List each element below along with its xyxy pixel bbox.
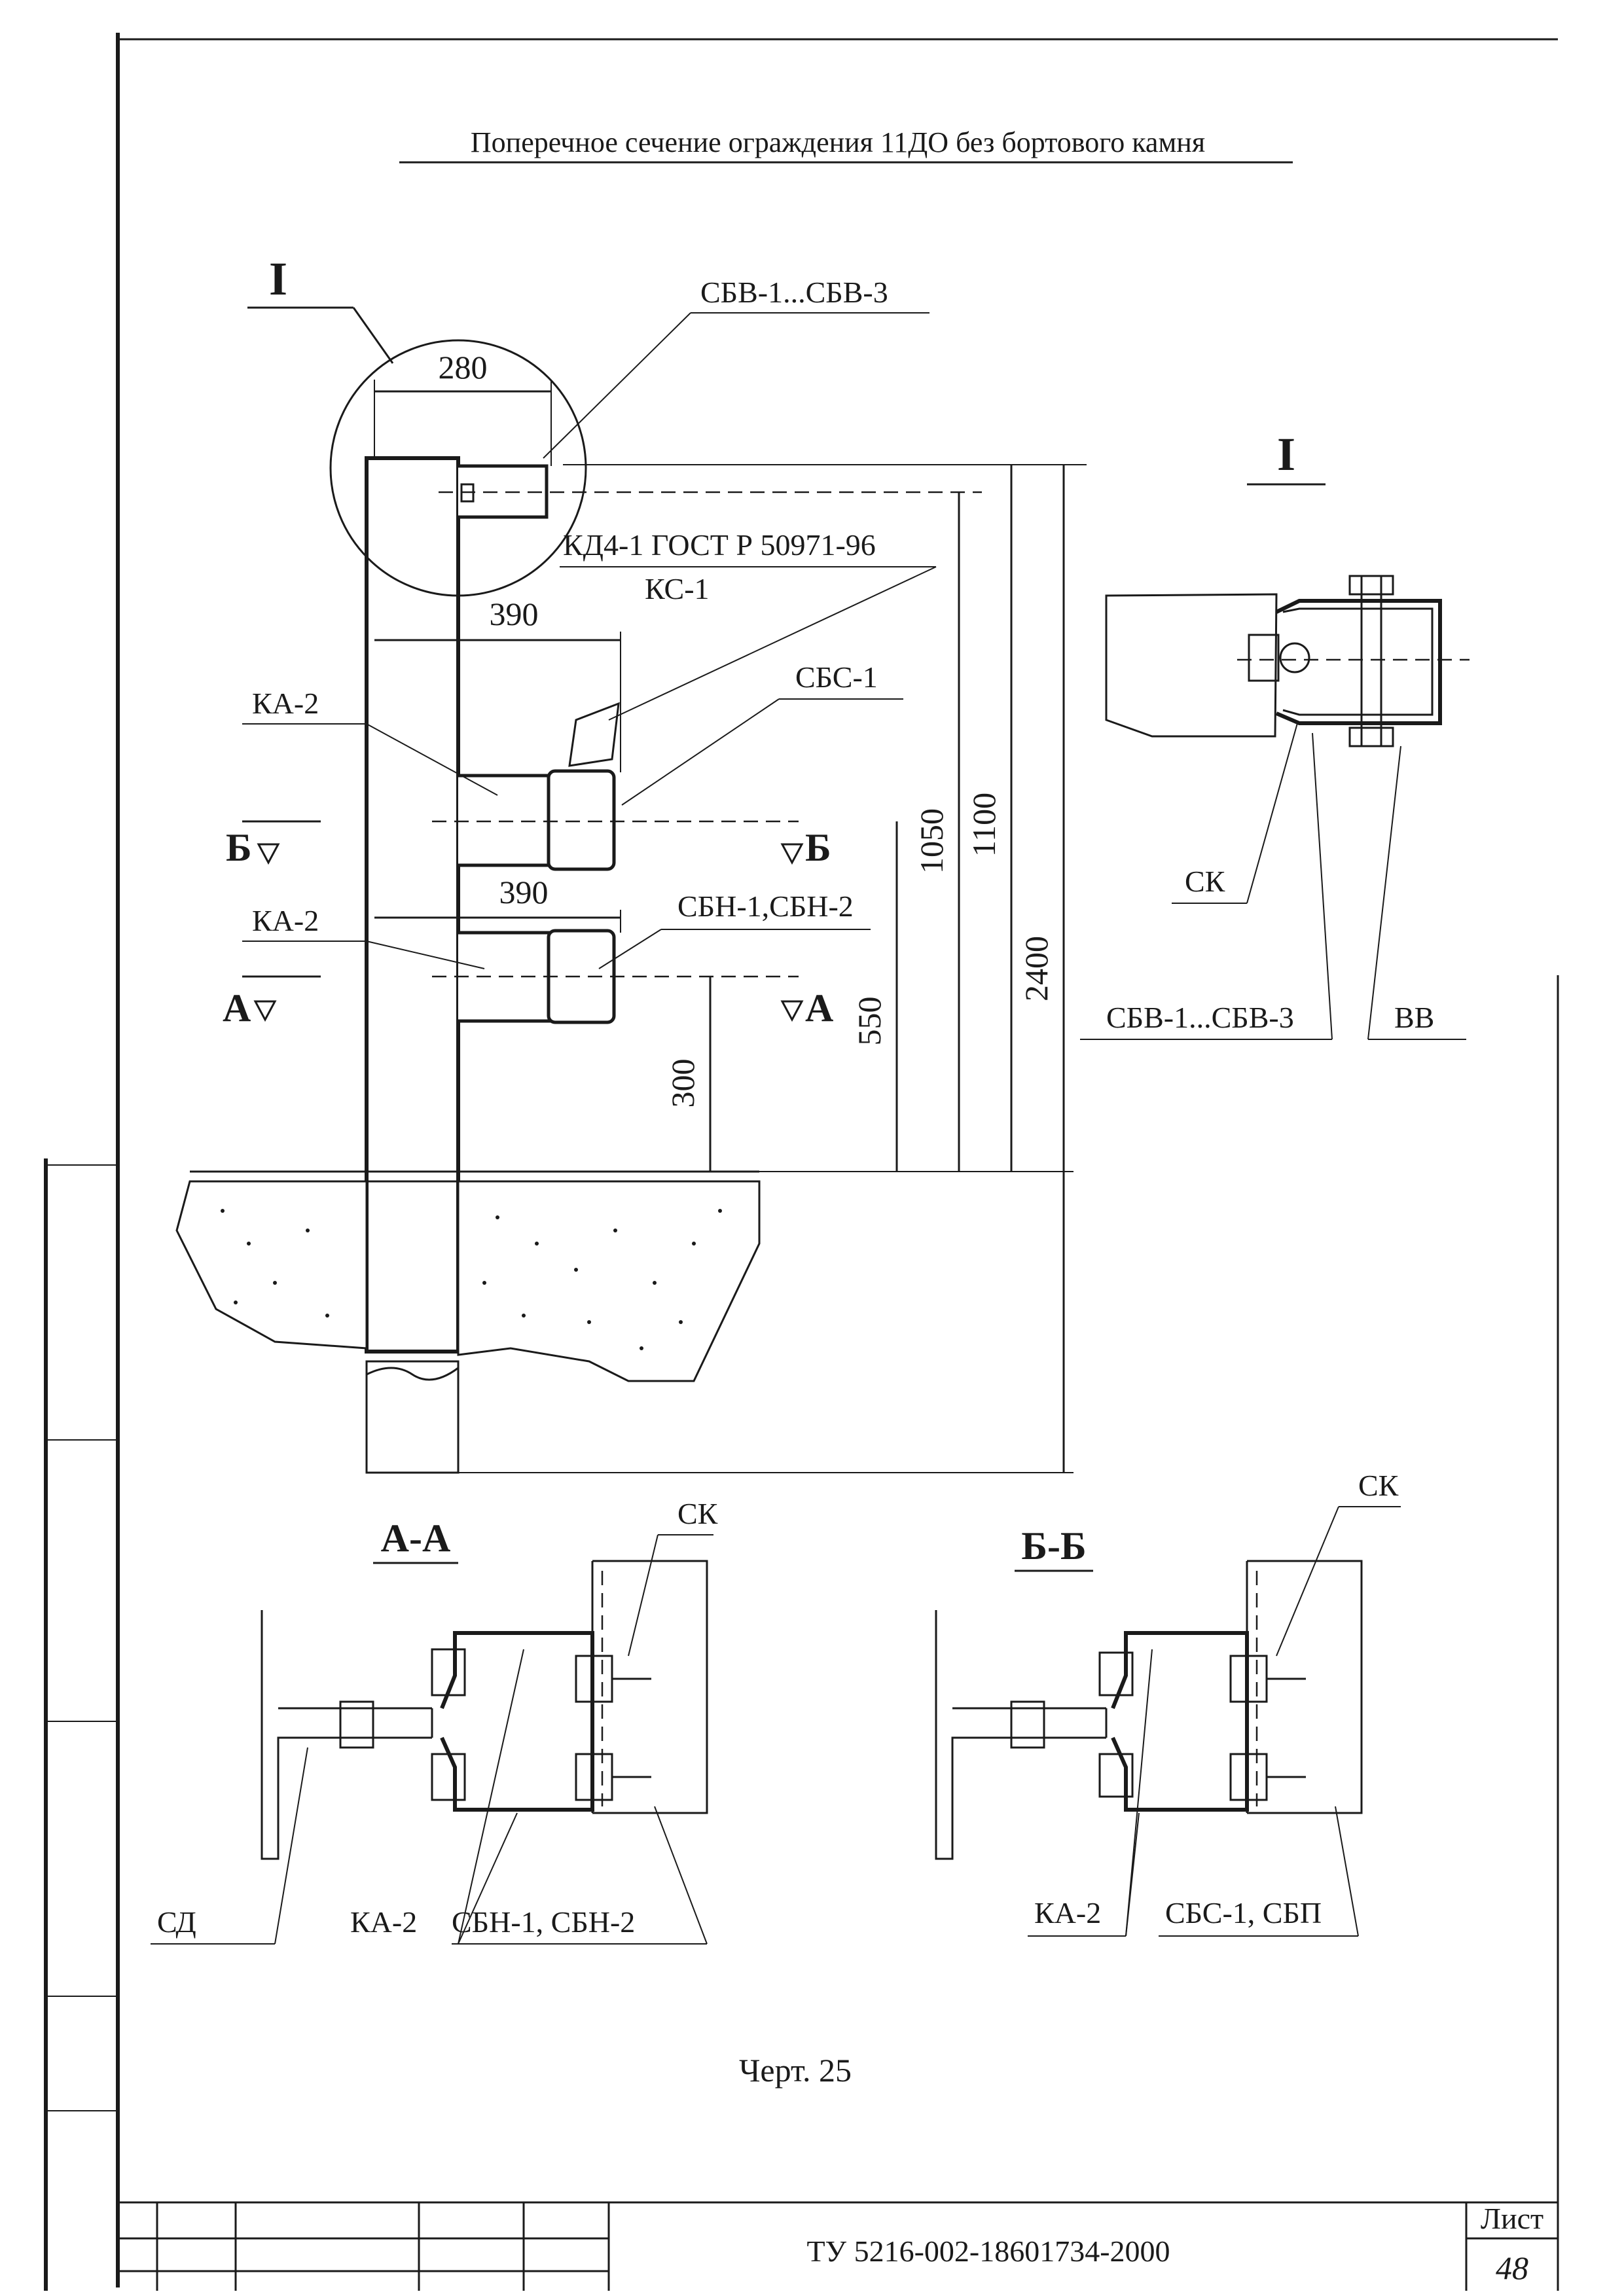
dim-1100-text: 1100 bbox=[965, 793, 1002, 857]
soil-hatch bbox=[221, 1209, 722, 1350]
title-text: Поперечное сечение ограждения 11ДО без б… bbox=[471, 126, 1205, 158]
AA-label-sk: СК bbox=[677, 1497, 718, 1530]
section-a-right: А bbox=[805, 986, 833, 1030]
doc-code: ТУ 5216-002-18601734-2000 bbox=[806, 2234, 1170, 2268]
post bbox=[365, 456, 460, 1354]
AA-post bbox=[592, 1560, 708, 1814]
drawing-frame bbox=[44, 33, 1559, 2291]
sheet-number: 48 bbox=[1496, 2250, 1528, 2286]
BB-label-ka2: КА-2 bbox=[1034, 1896, 1101, 1929]
top-beam bbox=[458, 464, 549, 519]
detail-I: I СК СБВ-1...СБВ-3 ВВ bbox=[1080, 428, 1470, 1040]
dim-390-top-text: 390 bbox=[490, 596, 539, 632]
detail-label-sk: СК bbox=[1185, 865, 1225, 898]
AA-profile bbox=[261, 1610, 432, 1860]
AA-label-sd: СД bbox=[157, 1905, 196, 1939]
sbn-profile bbox=[547, 929, 616, 1024]
BB-post bbox=[1247, 1560, 1363, 1814]
label-ka2-bottom: КА-2 bbox=[252, 904, 319, 937]
soil-right bbox=[457, 1180, 761, 1382]
sbs-profile bbox=[547, 769, 616, 871]
AA-label-sbn: СБН-1, СБН-2 bbox=[452, 1905, 635, 1939]
kd4-cap bbox=[568, 702, 620, 767]
detail-label-vv: ВВ bbox=[1394, 1001, 1434, 1034]
sheet-label: Лист bbox=[1481, 2202, 1543, 2235]
dim-2400-text: 2400 bbox=[1018, 936, 1055, 1001]
title-block: ТУ 5216-002-18601734-2000 Лист 48 bbox=[118, 2202, 1558, 2291]
BB-label-sk: СК bbox=[1358, 1469, 1399, 1502]
AA-label-ka2: КА-2 bbox=[350, 1905, 417, 1939]
label-ks1: КС-1 bbox=[645, 572, 710, 605]
section-b-right: Б bbox=[805, 826, 831, 869]
soil-left bbox=[175, 1180, 368, 1350]
AA-spacer bbox=[440, 1631, 594, 1812]
post-base bbox=[365, 1360, 460, 1474]
AA-bolts bbox=[339, 1648, 651, 1801]
drawing-title: Поперечное сечение ограждения 11ДО без б… bbox=[399, 126, 1293, 164]
dim-280-text: 280 bbox=[439, 349, 488, 386]
dim-390-bottom-text: 390 bbox=[499, 874, 549, 910]
detail-label-sbv: СБВ-1...СБВ-3 bbox=[1106, 1001, 1294, 1034]
dim-300-text: 300 bbox=[664, 1059, 701, 1108]
dim-550-text: 550 bbox=[851, 997, 888, 1046]
dim-1050-text: 1050 bbox=[913, 808, 950, 874]
detail-marker: I bbox=[269, 253, 287, 305]
label-kd4: КД4-1 ГОСТ Р 50971-96 bbox=[563, 528, 876, 562]
BB-bolts bbox=[1010, 1651, 1306, 1801]
detail-circle bbox=[329, 339, 587, 597]
label-sbn: СБН-1,СБН-2 bbox=[677, 889, 854, 923]
detail-post bbox=[1105, 593, 1278, 738]
label-sbv: СБВ-1...СБВ-3 bbox=[700, 276, 888, 309]
figure-caption: Черт. 25 bbox=[739, 2052, 852, 2089]
section-BB-title: Б-Б bbox=[1021, 1524, 1086, 1568]
BB-profile bbox=[935, 1610, 1106, 1860]
BB-label-sbs: СБС-1, СБП bbox=[1165, 1896, 1322, 1929]
label-ka2-top: КА-2 bbox=[252, 687, 319, 720]
BB-spacer bbox=[1111, 1631, 1249, 1812]
main-view: I 280 390 bbox=[175, 253, 1087, 1474]
detail-sbv-profile bbox=[1275, 599, 1442, 725]
detail-I-title: I bbox=[1277, 428, 1295, 480]
section-AA-title: А-А bbox=[381, 1516, 451, 1560]
label-sbs1: СБС-1 bbox=[795, 660, 878, 694]
section-AA: А-А СК СД КА-2 СБН-1, СБН-2 bbox=[151, 1497, 718, 1945]
section-BB: Б-Б СК КА-2 СБС-1, СБП bbox=[935, 1469, 1401, 1937]
section-b-left: Б bbox=[226, 826, 252, 869]
section-a-left: А bbox=[223, 986, 251, 1030]
